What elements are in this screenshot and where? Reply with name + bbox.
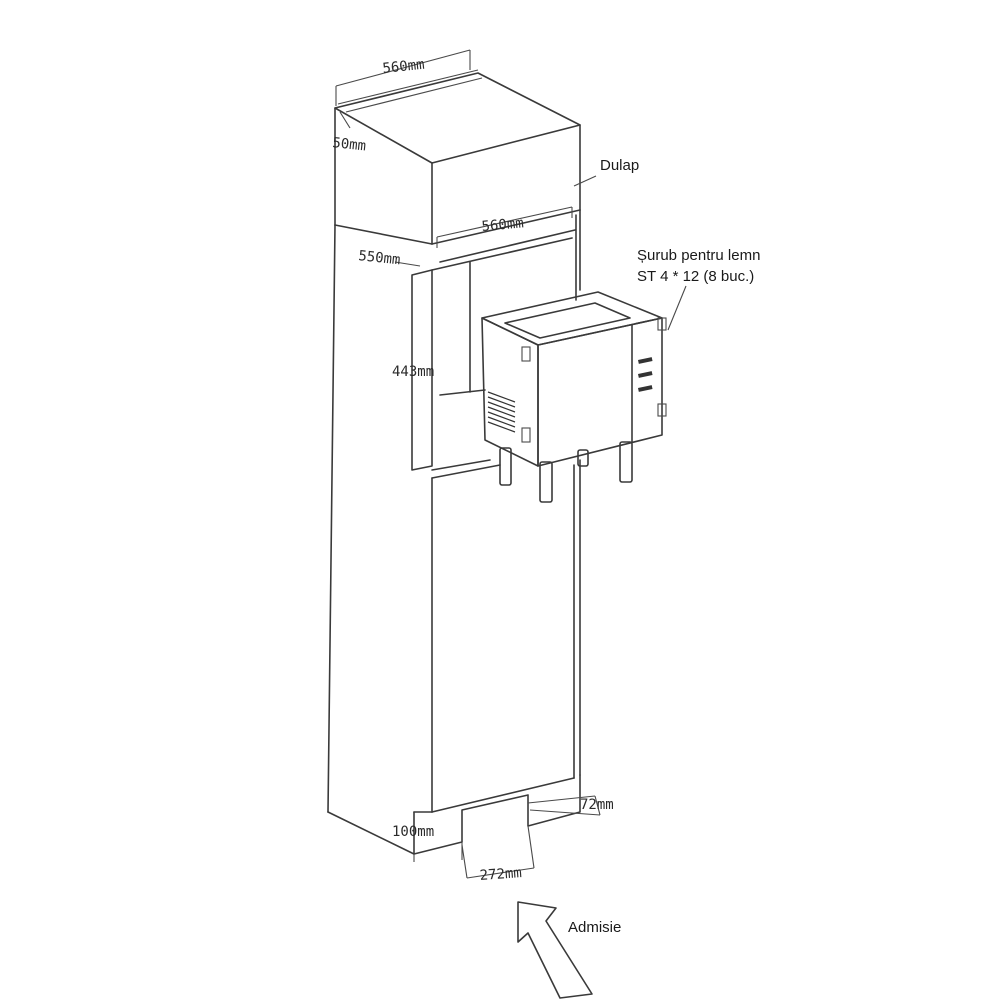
dim-bottom-gap: 72mm xyxy=(580,797,614,813)
leg-4 xyxy=(619,441,633,483)
appliance-front xyxy=(537,317,663,467)
label-screw-line1: Șurub pentru lemn xyxy=(637,247,760,264)
dim-top-width: 560mm xyxy=(382,57,426,77)
dim-niche-height: 443mm xyxy=(392,364,434,380)
dim-vent-width: 272mm xyxy=(479,865,522,884)
dim-niche-depth: 550mm xyxy=(358,248,402,268)
leg-1 xyxy=(499,447,512,486)
dimension-lines xyxy=(335,49,601,879)
screw-leader-line xyxy=(667,285,687,331)
appliance xyxy=(481,291,667,503)
leg-2 xyxy=(539,461,553,503)
dim-niche-width: 560mm xyxy=(481,215,524,235)
label-screw-line2: ST 4 * 12 (8 buc.) xyxy=(637,268,754,285)
tall-cabinet xyxy=(327,69,581,869)
leg-3 xyxy=(577,449,589,467)
side-vent-grille xyxy=(487,391,516,433)
intake-arrow-icon xyxy=(517,901,593,999)
label-cabinet: Dulap xyxy=(600,157,639,174)
cabinet-top-face xyxy=(334,72,581,164)
appliance-side xyxy=(481,317,539,467)
dim-plinth-height: 100mm xyxy=(392,824,434,840)
label-intake: Admisie xyxy=(568,919,621,936)
dim-top-depth: 50mm xyxy=(332,135,367,154)
